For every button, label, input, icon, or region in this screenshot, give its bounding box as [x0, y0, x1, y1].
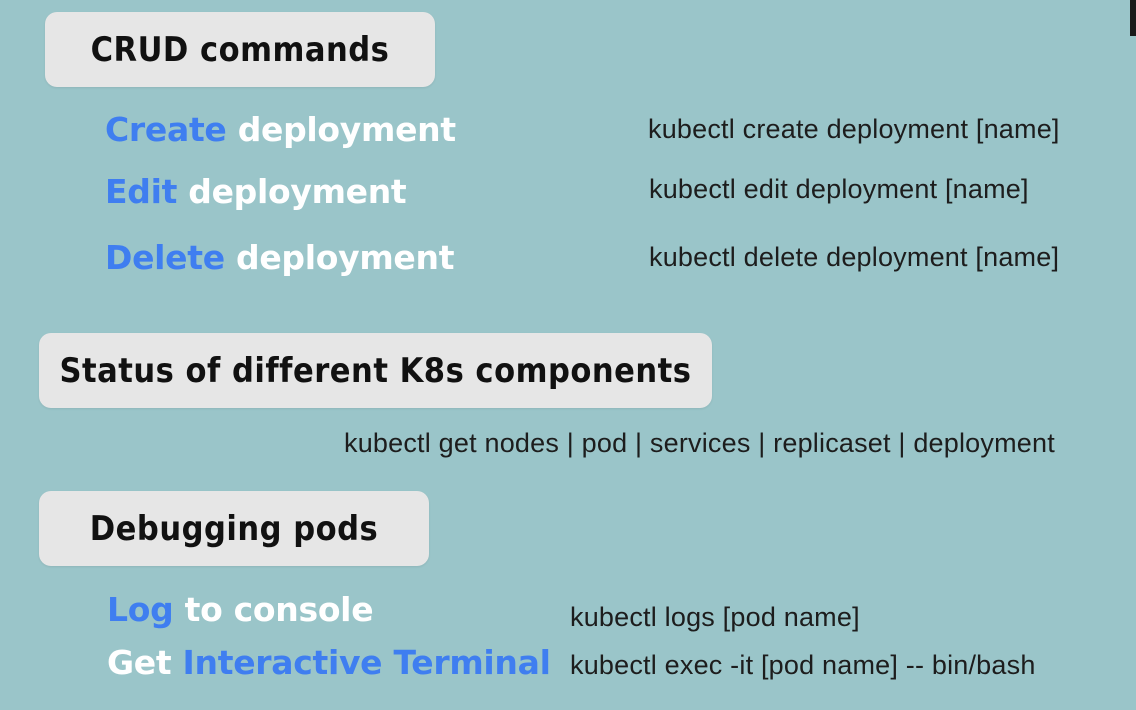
- status-components-heading-text: Status of different K8s components: [59, 350, 692, 391]
- create-rest: deployment: [226, 110, 456, 149]
- create-deployment-label: Create deployment: [105, 110, 456, 149]
- create-keyword: Create: [105, 110, 227, 149]
- terminal-prefix: Get: [107, 643, 183, 682]
- crud-commands-heading-text: CRUD commands: [90, 29, 390, 70]
- exec-command: kubectl exec -it [pod name] -- bin/bash: [570, 650, 1036, 680]
- terminal-keyword: Interactive Terminal: [182, 643, 551, 682]
- log-keyword: Log: [107, 590, 174, 629]
- delete-keyword: Delete: [105, 238, 225, 277]
- edit-rest: deployment: [177, 172, 407, 211]
- debugging-pods-heading: Debugging pods: [39, 491, 429, 566]
- log-command: kubectl logs [pod name]: [570, 602, 860, 632]
- delete-deployment-command: kubectl delete deployment [name]: [649, 242, 1060, 272]
- log-to-console-label: Log to console: [107, 590, 374, 629]
- edit-deployment-label: Edit deployment: [105, 172, 407, 211]
- crud-commands-heading: CRUD commands: [45, 12, 435, 87]
- create-deployment-command: kubectl create deployment [name]: [648, 114, 1060, 144]
- interactive-terminal-label: Get Interactive Terminal: [107, 643, 551, 682]
- status-components-heading: Status of different K8s components: [39, 333, 712, 408]
- corner-mark: [1130, 0, 1136, 36]
- edit-keyword: Edit: [105, 172, 178, 211]
- delete-rest: deployment: [224, 238, 455, 277]
- debugging-pods-heading-text: Debugging pods: [89, 508, 379, 549]
- edit-deployment-command: kubectl edit deployment [name]: [649, 174, 1029, 204]
- status-command: kubectl get nodes | pod | services | rep…: [344, 428, 1055, 458]
- delete-deployment-label: Delete deployment: [105, 238, 454, 277]
- log-rest: to console: [173, 590, 374, 629]
